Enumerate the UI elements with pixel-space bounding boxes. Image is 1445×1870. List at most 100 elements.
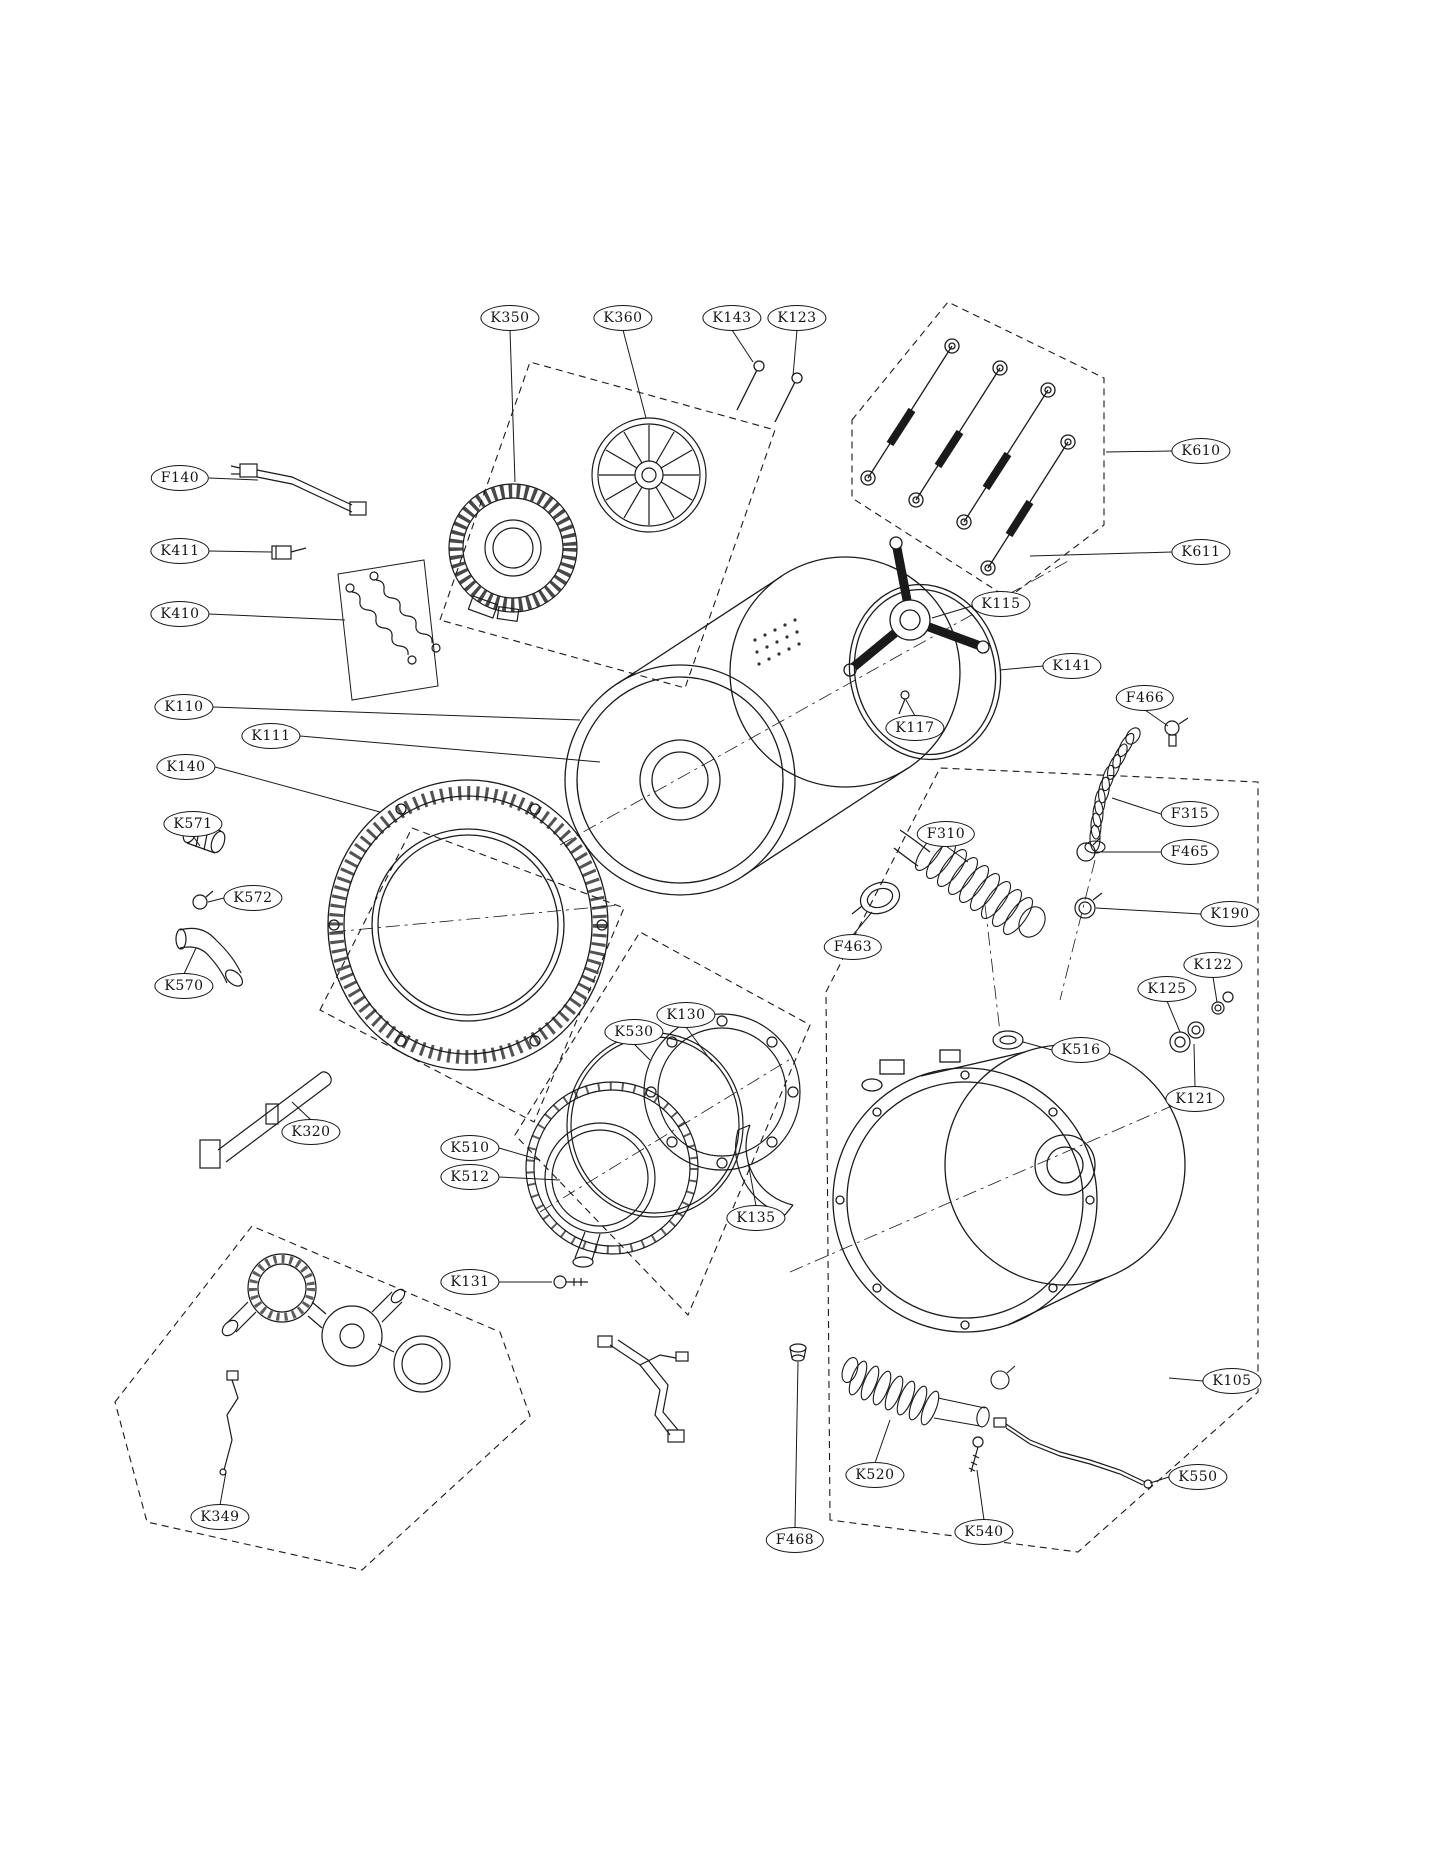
callout-label: K121 [1175,1091,1215,1107]
tub-cap [851,881,901,915]
callout-f315: F315 [1160,801,1220,827]
callout-k125: K125 [1137,976,1197,1002]
drain-pump-assembly [221,1253,451,1393]
screw-k540 [968,1436,984,1473]
callout-label: K510 [450,1140,490,1156]
callout-label: K115 [981,596,1021,612]
callout-label: K570 [164,978,204,994]
callout-k141: K141 [1042,653,1102,679]
callout-k140: K140 [156,754,216,780]
callout-k411: K411 [150,538,210,564]
rotor-illustration [591,417,707,533]
callout-k572: K572 [223,885,283,911]
callout-label: K122 [1193,957,1233,973]
callout-k530: K530 [604,1019,664,1045]
tub-bellows-hose [893,829,1046,938]
callout-label: K125 [1147,981,1187,997]
heater-element [199,1071,332,1169]
callout-k610: K610 [1171,438,1231,464]
callout-f463: F463 [823,934,883,960]
callout-label: K571 [173,816,213,832]
callout-label: K410 [160,606,200,622]
callout-f466: F466 [1115,685,1175,711]
callout-f468: F468 [765,1527,825,1553]
callout-label: K540 [964,1524,1004,1540]
callout-label: K130 [666,1007,706,1023]
drain-hose [841,1357,1016,1428]
front-tub-group-outline [319,827,625,1123]
wire-k349 [219,1370,239,1476]
callout-label: K135 [736,1210,776,1226]
valve-part-f466 [1164,717,1189,747]
callout-k510: K510 [440,1135,500,1161]
stator-illustration [448,483,578,623]
tub-flange-bolt-holes [835,1070,1095,1330]
callout-label: K611 [1181,544,1221,560]
callout-label: K360 [603,310,643,326]
callout-label: K320 [291,1124,331,1140]
callout-label: K105 [1212,1373,1252,1389]
drum-ring [848,583,1002,761]
damper-rods [860,338,1076,576]
callout-k105: K105 [1202,1368,1262,1394]
callout-k111: K111 [241,723,301,749]
callout-label: F140 [160,470,200,486]
callout-label: K140 [166,759,206,775]
suspension-springs [337,559,441,701]
grommet-f468 [789,1343,807,1362]
callout-k123: K123 [767,305,827,331]
callout-k611: K611 [1171,539,1231,565]
callout-k516: K516 [1051,1037,1111,1063]
callout-label: K141 [1052,658,1092,674]
wire-harness-f140 [230,463,367,516]
callout-label: K350 [490,310,530,326]
callout-label: K110 [164,699,204,715]
callout-k190: K190 [1200,901,1260,927]
callout-label: F310 [926,826,966,842]
sensor-connector [271,545,307,560]
callout-k410: K410 [150,601,210,627]
callout-k540: K540 [954,1519,1014,1545]
bearing-seals [992,991,1234,1053]
damper-rod [980,434,1076,576]
stator-group-outline [439,361,776,689]
damper-rod [908,360,1008,508]
spider-bolt [898,690,910,715]
callout-label: F468 [775,1532,815,1548]
callout-label: K190 [1210,906,1250,922]
harness-bottom [597,1335,689,1443]
leader-lines [183,329,1218,1529]
callout-label: F466 [1125,690,1165,706]
callout-k349: K349 [190,1504,250,1530]
callout-f140: F140 [150,465,210,491]
callout-k115: K115 [971,591,1031,617]
rear-tub-group-outline [825,767,1259,1553]
callout-k110: K110 [154,694,214,720]
gasket-group-outline [514,931,811,1316]
gasket-clamp-ring [566,1032,744,1218]
bolt-k131 [553,1275,588,1289]
hose-clamps [1074,837,1103,919]
callout-k122: K122 [1183,952,1243,978]
callout-label: K610 [1181,443,1221,459]
rear-tub [832,1044,1186,1333]
callout-label: K516 [1061,1042,1101,1058]
inlet-bellows-hose [1084,727,1141,854]
group-outlines [114,301,1259,1571]
callout-k131: K131 [440,1269,500,1295]
callout-f310: F310 [916,821,976,847]
callout-k570: K570 [154,973,214,999]
callout-k143: K143 [702,305,762,331]
callout-label: K411 [160,543,200,559]
drum-spider [843,536,990,677]
callout-label: K111 [251,728,291,744]
damper-rod [956,382,1056,530]
front-tub-ring [327,779,609,1071]
callout-k117: K117 [885,715,945,741]
callout-f465: F465 [1160,839,1220,865]
callout-label: K530 [614,1024,654,1040]
callout-k512: K512 [440,1164,500,1190]
callout-label: F463 [833,939,873,955]
